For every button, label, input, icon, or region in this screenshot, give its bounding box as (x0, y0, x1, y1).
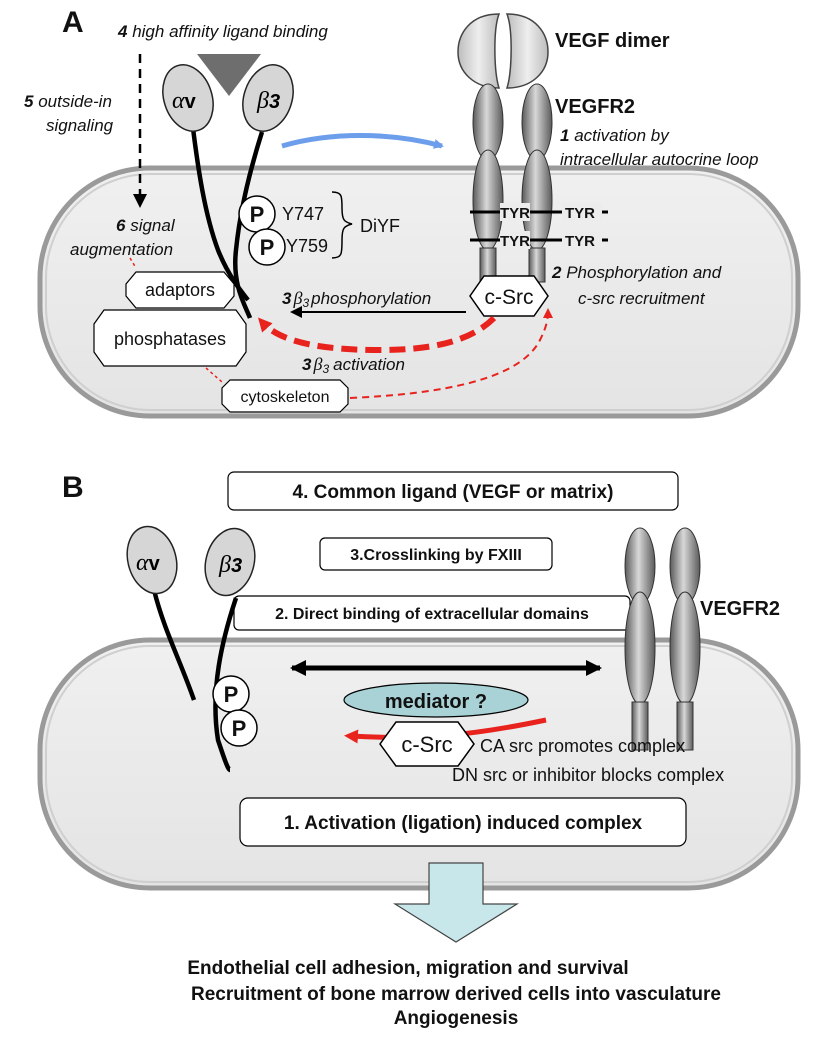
tyr-label-1: TYR (500, 205, 530, 222)
activation-complex-label: 1. Activation (ligation) induced complex (284, 813, 643, 834)
adaptors-box (125, 271, 235, 309)
panel-a-label: A (62, 6, 84, 39)
signal-connector-top (129, 257, 137, 269)
step5-line2: signaling (46, 116, 114, 135)
vegfr2-label-b: VEGFR2 (700, 598, 780, 620)
tyr-bg-2 (562, 203, 602, 221)
vegfr2-receptor-b (624, 527, 701, 751)
panel-b: B 4. Common ligand (VEGF or matrix) 3.Cr… (37, 471, 801, 943)
diyf-brace (331, 191, 353, 259)
csrc-label-b: c-Src (401, 732, 452, 757)
cytoskeleton-label: cytoskeleton (241, 389, 330, 406)
cell-membrane-inner-b (45, 645, 793, 883)
mediator-ellipse (343, 682, 529, 718)
csrc-label-a: c-Src (485, 286, 534, 309)
phosphatases-box (93, 309, 247, 367)
phospho-circle-y759 (248, 228, 286, 266)
cytoskeleton-to-csrc-arrow (349, 308, 553, 399)
alpha-v-leg-b (151, 589, 197, 701)
outcomes: Endothelial cell adhesion, migration and… (187, 958, 721, 1029)
phosphatases-label: phosphatases (114, 329, 226, 349)
step5-line1: 5 outside-in (24, 92, 112, 111)
panel-a: A 4 high affinity ligand binding 5 outsi… (24, 6, 801, 419)
phospho-label-y759: P (260, 235, 275, 260)
alpha-v-subunit-a (162, 64, 214, 132)
dn-src-text: DN src or inhibitor blocks complex (452, 765, 724, 785)
outcome-line-3: Angiogenesis (394, 1008, 519, 1029)
common-ligand-box (227, 471, 679, 511)
crosslinking-box (319, 537, 553, 571)
diyf-label: DiYF (360, 216, 400, 236)
crosslinking-label: 3.Crosslinking by FXIII (350, 547, 522, 564)
cell-membrane-inner-a (45, 173, 793, 411)
vegf-dimer-label: VEGF dimer (555, 30, 670, 52)
phospho-label-b1: P (224, 682, 239, 707)
tyr-label-3: TYR (500, 233, 530, 250)
step1-line1: 1 activation by (560, 126, 670, 145)
tyr-label-2: TYR (565, 205, 595, 222)
alpha-v-label-b: αv (136, 550, 161, 576)
phospho-circle-b2 (220, 709, 258, 747)
beta3-subunit-a (242, 64, 294, 132)
cytoskeleton-box (221, 379, 349, 413)
outcome-line-2: Recruitment of bone marrow derived cells… (191, 984, 721, 1005)
csrc-hexagon-a (469, 275, 549, 317)
outside-in-arrowhead (133, 194, 147, 208)
panel-b-label: B (62, 471, 84, 504)
mediator-label: mediator ? (385, 691, 487, 713)
tyr-label-4: TYR (565, 233, 595, 250)
beta3-activation-arrow (257, 315, 497, 354)
csrc-hexagon-b (379, 721, 475, 767)
tyr-bg-1 (500, 203, 530, 221)
step4-text: 4 high affinity ligand binding (117, 22, 328, 41)
phospho-label-y747: P (250, 202, 265, 227)
beta3-leg-b (213, 597, 239, 773)
beta3-subunit-b (204, 527, 256, 597)
ligand-triangle (197, 54, 261, 96)
step2-line1: 2 Phosphorylation and (551, 263, 722, 282)
step2-line2: c-src recruitment (578, 289, 706, 308)
adaptors-label: adaptors (145, 280, 215, 300)
outcome-down-arrow (392, 862, 520, 943)
phospho-label-b2: P (232, 716, 247, 741)
y759-label: Y759 (286, 236, 328, 256)
alpha-v-subunit-b (126, 525, 178, 595)
tyr-bg-3 (500, 231, 530, 249)
vegfr2-receptor-a (472, 83, 553, 283)
autocrine-arrow (281, 133, 444, 149)
tyr-bg-4 (562, 231, 602, 249)
y747-label: Y747 (282, 204, 324, 224)
step6-line2: augmentation (70, 240, 173, 259)
vegfr2-label-a: VEGFR2 (555, 96, 635, 118)
step1-line2: intracellular autocrine loop (560, 150, 758, 169)
beta3-leg-a (233, 131, 265, 319)
vegf-dimer (457, 13, 549, 89)
activation-complex-box (239, 797, 687, 847)
alpha-v-label-a: αv (172, 88, 197, 114)
direct-binding-label: 2. Direct binding of extracellular domai… (275, 606, 589, 623)
beta3-label-b: β3 (218, 552, 242, 578)
beta3-label-a: β3 (256, 88, 280, 114)
outcome-line-1: Endothelial cell adhesion, migration and… (187, 958, 628, 979)
step6-line1: 6 signal (116, 216, 176, 235)
common-ligand-label: 4. Common ligand (VEGF or matrix) (293, 482, 614, 503)
ca-src-text: CA src promotes complex (480, 736, 685, 756)
